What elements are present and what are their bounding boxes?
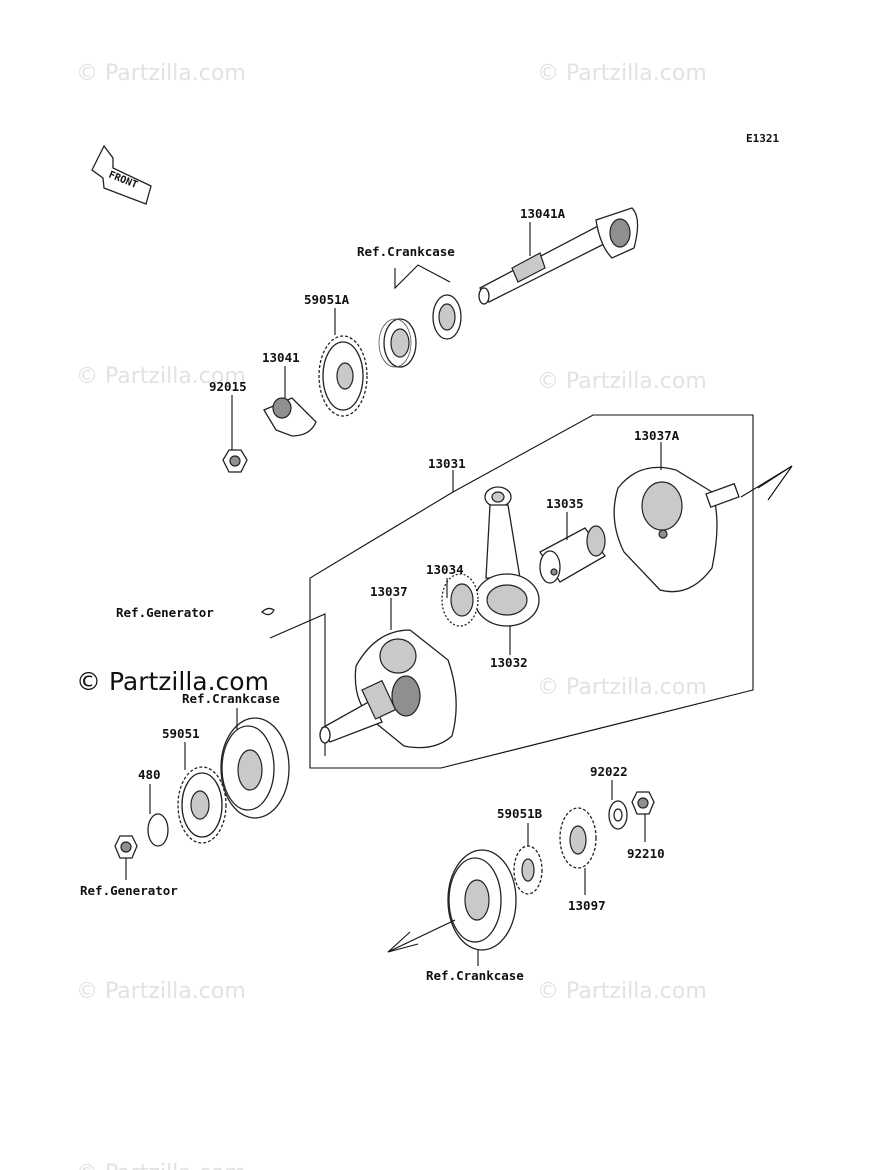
nut-generator [114,835,138,859]
watermark-overlay: © Partzilla.com [76,667,269,696]
diagram-code: E1321 [746,132,779,145]
washer-92022 [608,800,628,830]
watermark: © Partzilla.com [76,61,246,86]
watermark-group: © Partzilla.com © Partzilla.com © Partzi… [76,61,707,1170]
connecting-rod-13032 [474,486,540,627]
ref-label: Ref.Crankcase [357,244,455,259]
watermark: © Partzilla.com [537,675,707,700]
part-label: 13037 [370,584,408,599]
gear-13097 [559,807,597,869]
bearing-top-right [432,294,462,340]
front-arrow-icon: FRONT [91,144,152,205]
part-label: 13034 [426,562,464,577]
woodruff-key [261,607,275,616]
crank-web-13037A [613,466,740,593]
part-label: 13041A [520,206,566,221]
part-label: 59051 [162,726,200,741]
part-label: 13035 [546,496,584,511]
leader-line [387,919,456,953]
assembly-outline [309,414,754,769]
watermark: © Partzilla.com [76,979,246,1004]
part-label: 92210 [627,846,665,861]
watermark: © Partzilla.com [76,364,246,389]
arrow-head [757,465,793,501]
part-label: 480 [138,767,161,782]
watermark: © Partzilla.com [537,979,707,1004]
leader-line [394,264,451,290]
part-label: 13031 [428,456,466,471]
part-label: 92015 [209,379,247,394]
part-label: 13037A [634,428,680,443]
needle-bearing-13034 [441,573,479,627]
part-label: 59051A [304,292,350,307]
ref-label: Ref.Crankcase [426,968,524,983]
bearing-top-left [378,318,417,368]
part-label: 13032 [490,655,528,670]
balancer-shaft-13041A [478,207,639,305]
crank-pin-13035 [539,525,606,584]
bearing-bottom [447,849,517,951]
leader-line [269,613,326,756]
part-label: 13097 [568,898,606,913]
nut-92015 [222,449,248,473]
gear-59051 [177,766,227,844]
ref-label: Ref.Crankcase [182,691,280,706]
circlip-480 [147,813,169,847]
part-label: 13041 [262,350,300,365]
gear-59051A [318,335,368,417]
arrow-head [387,931,419,953]
gear-59051B [513,845,543,895]
part-label: 92022 [590,764,628,779]
balancer-weight-13041 [263,397,317,437]
crank-web-13037 [319,629,457,749]
watermark: © Partzilla.com [537,61,707,86]
ref-label: Ref.Generator [80,883,178,898]
watermark: © Partzilla.com [76,1161,246,1170]
part-label: 59051B [497,806,543,821]
ref-label: Ref.Generator [116,605,214,620]
bearing-left [220,717,290,819]
watermark: © Partzilla.com [537,369,707,394]
nut-92210 [631,791,655,815]
